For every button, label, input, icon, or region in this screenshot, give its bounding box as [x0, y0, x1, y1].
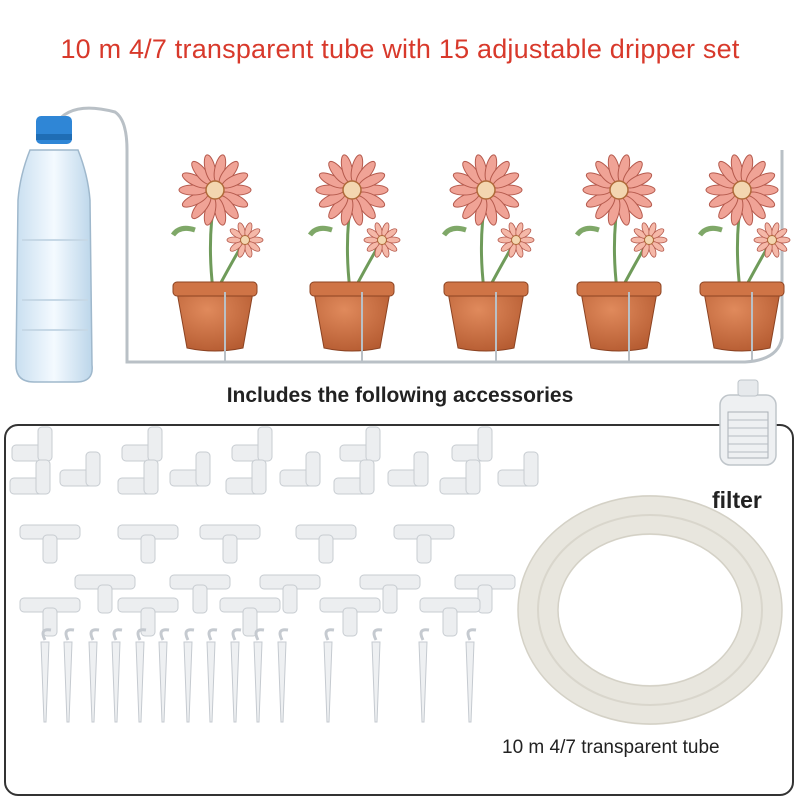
dripper-stake [206, 628, 218, 723]
water-bottle [15, 116, 93, 383]
tee-connector [319, 597, 381, 637]
tubing-line [53, 106, 784, 364]
elbow-connector [333, 459, 375, 495]
tee-connector [259, 574, 321, 614]
elbow-connector [497, 451, 539, 487]
tee-connector [117, 524, 179, 564]
elbow-connector [117, 459, 159, 495]
tee-connector [295, 524, 357, 564]
dripper-stake [111, 628, 123, 723]
accessories-heading: Includes the following accessories [226, 384, 574, 407]
elbow-connector [339, 426, 381, 462]
elbow-connector [279, 451, 321, 487]
tee-connector [219, 597, 281, 637]
tee-connector [419, 597, 481, 637]
tee-connector [74, 574, 136, 614]
coiled-tube [517, 495, 783, 725]
flower-pot [697, 154, 791, 362]
tee-connector [117, 597, 179, 637]
filter-label: filter [712, 487, 762, 513]
dripper-stake [135, 628, 147, 723]
product-title: 10 m 4/7 transparent tube with 15 adjust… [60, 34, 740, 64]
dripper-stake [465, 628, 477, 723]
tee-connector [393, 524, 455, 564]
dripper-stake [183, 628, 195, 723]
dripper-stake [158, 628, 170, 723]
tee-connector [454, 574, 516, 614]
elbow-connector [387, 451, 429, 487]
dripper-stake [253, 628, 265, 723]
tee-connector [19, 524, 81, 564]
dripper-stake [323, 628, 335, 723]
elbow-connector [439, 459, 481, 495]
dripper-stake [63, 628, 75, 723]
elbow-connector [9, 459, 51, 495]
flower-pot [170, 154, 264, 362]
elbow-connector [451, 426, 493, 462]
elbow-connector [225, 459, 267, 495]
tee-connector [169, 574, 231, 614]
tee-connector [19, 597, 81, 637]
flower-pot [574, 154, 668, 362]
flower-pot [441, 154, 535, 362]
dripper-stake [40, 628, 52, 723]
flower-pot [307, 154, 401, 362]
dripper-stake [277, 628, 289, 723]
dripper-stake [371, 628, 383, 723]
dripper-stake [418, 628, 430, 723]
elbow-connector [231, 426, 273, 462]
elbow-connector [11, 426, 53, 462]
elbow-connector [121, 426, 163, 462]
dripper-stake [230, 628, 242, 723]
irrigation-illustration [15, 106, 791, 383]
filter-icon [719, 379, 777, 466]
tee-connector [199, 524, 261, 564]
tube-label: 10 m 4/7 transparent tube [502, 737, 720, 758]
dripper-stake [88, 628, 100, 723]
elbow-connector [59, 451, 101, 487]
tee-connector [359, 574, 421, 614]
elbow-connector [169, 451, 211, 487]
